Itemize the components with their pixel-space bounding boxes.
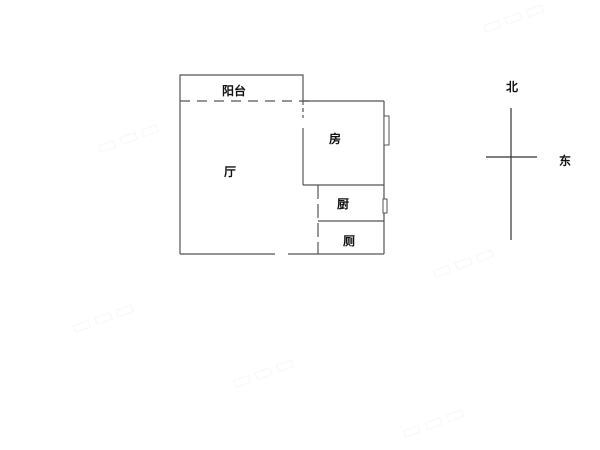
kitchen-label: 厨 bbox=[337, 197, 350, 211]
kitchen-window-icon bbox=[382, 198, 388, 214]
compass-cross-icon bbox=[486, 108, 537, 240]
living-room-label: 厅 bbox=[224, 165, 237, 179]
bathroom-label: 厕 bbox=[343, 234, 356, 248]
balcony-wall bbox=[179, 74, 304, 101]
compass-north-label: 北 bbox=[506, 80, 519, 94]
bedroom-window-icon bbox=[383, 115, 390, 146]
compass-east-label: 东 bbox=[559, 154, 572, 168]
balcony-label: 阳台 bbox=[222, 84, 247, 98]
bedroom-label: 房 bbox=[329, 132, 342, 146]
